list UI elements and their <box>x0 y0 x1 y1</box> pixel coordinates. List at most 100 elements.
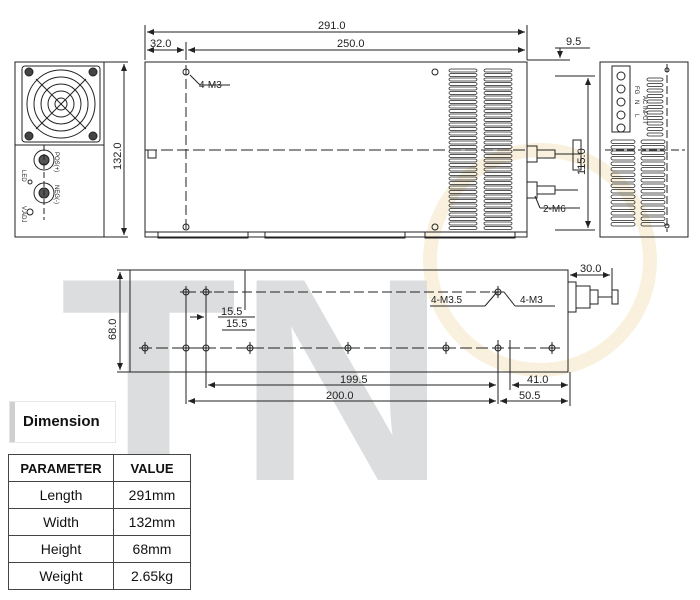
vent-slot <box>640 222 666 227</box>
vent-slot <box>448 140 478 145</box>
vent-slot <box>448 149 478 154</box>
hole-span-label: 250.0 <box>337 38 365 50</box>
table-row: Length 291mm <box>8 481 191 509</box>
vent-slot <box>610 156 636 161</box>
vent-slot <box>483 194 513 199</box>
vent-slot <box>448 113 478 118</box>
vent-slot <box>448 118 478 122</box>
vent-slot <box>610 200 636 205</box>
header-value: VALUE <box>113 454 191 482</box>
vent-slot <box>448 194 478 199</box>
vent-slot <box>640 189 666 194</box>
vent-slot <box>483 113 513 118</box>
led-label: LED <box>20 170 26 182</box>
vent-slot <box>483 212 513 217</box>
vent-slot <box>610 167 636 172</box>
vent-slot <box>448 190 478 194</box>
vent-slot <box>640 194 666 199</box>
vent-slot <box>448 158 478 163</box>
vent-slot <box>640 161 666 166</box>
vent-slot <box>448 82 478 86</box>
side-panel-view <box>14 61 105 238</box>
vent-slot <box>483 95 513 100</box>
vent-slot <box>448 217 478 221</box>
vent-slot <box>448 136 478 140</box>
vent-slot <box>646 116 664 120</box>
vadj-icon <box>26 208 34 216</box>
vent-slot <box>483 176 513 181</box>
span-a-label: 199.5 <box>340 374 368 386</box>
right-b-label: 50.5 <box>519 390 540 402</box>
vent-slot <box>448 145 478 149</box>
dimension-title: Dimension <box>23 413 100 430</box>
vent-slot <box>448 104 478 109</box>
vent-slot <box>640 205 666 210</box>
vent-slot <box>483 77 513 82</box>
height-132-dimension: 132.0 <box>104 61 128 238</box>
vent-slot <box>483 68 513 73</box>
overhang-label: 9.5 <box>566 36 581 48</box>
vent-slot <box>448 167 478 172</box>
vent-slot <box>448 154 478 158</box>
vent-slot <box>646 132 664 137</box>
side-panel-labels: POS(+) NEG(-) LED V.ADJ <box>20 152 59 222</box>
vent-slot <box>483 86 513 91</box>
terminal-view-outline <box>599 61 689 238</box>
height-132-label: 132.0 <box>112 142 124 170</box>
vent-slot <box>610 139 636 144</box>
top-holes-label: 4-M3 <box>199 80 222 91</box>
vent-slot <box>448 163 478 167</box>
led-icon <box>27 179 33 185</box>
vent-slot <box>640 183 666 188</box>
vent-slot <box>448 91 478 95</box>
pos-label: POS(+) <box>53 152 59 172</box>
vent-slot <box>610 222 636 227</box>
vent-slot <box>483 104 513 109</box>
vent-slot <box>646 105 664 109</box>
vent-slot <box>448 95 478 100</box>
neg-label: NEG(-) <box>53 185 59 204</box>
vent-slot <box>610 150 636 155</box>
fan-frame <box>21 65 101 143</box>
vent-slot <box>610 183 636 188</box>
vent-slot <box>448 176 478 181</box>
crosshair-hole-icon <box>546 342 558 354</box>
vent-slot <box>483 226 513 230</box>
vent-slot <box>610 189 636 194</box>
offset-a-label: 15.5 <box>221 306 242 318</box>
output-studs-label: 2-M6 <box>543 204 566 215</box>
bottom-view-outline <box>129 269 569 373</box>
mount-hole-icon <box>431 68 439 76</box>
row-value: 2.65kg <box>113 562 191 590</box>
vent-slot <box>448 86 478 91</box>
top-view-vents <box>448 68 513 230</box>
vent-slot <box>640 178 666 183</box>
row-value: 291mm <box>113 481 191 509</box>
screw-terminal-icon <box>616 84 626 94</box>
vent-slot <box>483 163 513 167</box>
vent-slot <box>483 131 513 136</box>
row-parameter: Length <box>8 481 114 509</box>
right-a-label: 41.0 <box>527 374 548 386</box>
vent-slot <box>448 181 478 185</box>
vent-slot <box>483 208 513 212</box>
vent-slot <box>448 203 478 208</box>
table-row: Width 132mm <box>8 508 191 536</box>
vent-slot <box>448 131 478 136</box>
vent-slot <box>646 127 664 131</box>
vent-slot <box>448 77 478 82</box>
top-view <box>144 61 582 239</box>
vent-slot <box>640 211 666 216</box>
vent-slot <box>646 121 664 126</box>
screw-terminal-icon <box>616 71 626 81</box>
bottom-view-dimensions <box>117 268 613 406</box>
bottom-height-label: 68.0 <box>107 319 119 340</box>
vent-slot <box>646 88 664 93</box>
vent-slot <box>448 109 478 113</box>
terminal-height-label: 115.0 <box>576 148 588 175</box>
vent-slot <box>483 91 513 95</box>
vent-slot <box>448 68 478 73</box>
crosshair-hole-icon <box>139 342 151 354</box>
row-parameter: Height <box>8 535 114 563</box>
vent-slot <box>640 145 666 150</box>
